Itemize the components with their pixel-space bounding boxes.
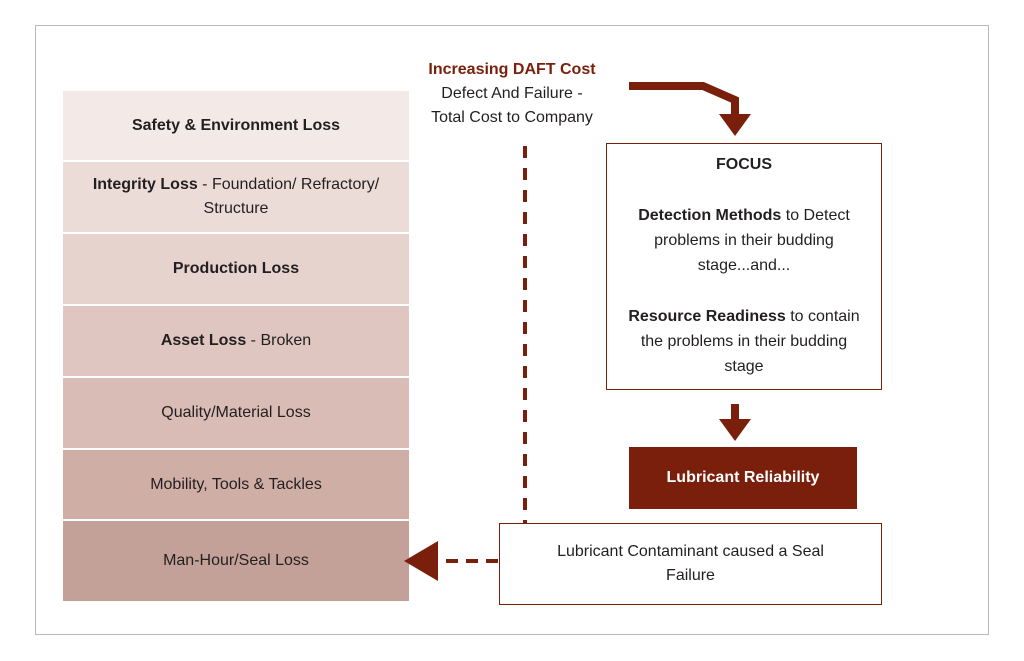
loss-level: Production Loss: [63, 234, 409, 306]
focus-title: FOCUS: [716, 156, 772, 173]
reliability-label: Lubricant Reliability: [666, 469, 820, 486]
detection-text: to Detect problems in their budding stag…: [654, 207, 850, 274]
loss-label-bold: Asset Loss: [160, 332, 247, 349]
loss-label-bold: Production Loss: [172, 260, 300, 277]
seal-failure-box: Lubricant Contaminant caused a Seal Fail…: [499, 523, 882, 605]
loss-label: Integrity Loss - Foundation/ Refractory/…: [83, 173, 389, 221]
failure-to-loss-arrowhead: [404, 541, 438, 581]
loss-level: Safety & Environment Loss: [63, 91, 409, 162]
header-to-focus-arrowhead: [719, 114, 751, 136]
loss-label: Production Loss: [173, 257, 299, 281]
loss-label-bold: Integrity Loss: [92, 176, 198, 193]
focus-to-reliability-shaft: [731, 404, 739, 422]
diagram-frame: [35, 25, 989, 635]
focus-box: FOCUS Detection Methods to Detect proble…: [606, 143, 882, 390]
readiness-text: to contain the problems in their budding…: [640, 308, 860, 375]
loss-level: Man-Hour/Seal Loss: [63, 521, 409, 603]
focus-to-reliability-arrowhead: [719, 419, 751, 441]
loss-label: Asset Loss - Broken: [161, 329, 311, 353]
loss-label: Mobility, Tools & Tackles: [150, 473, 322, 497]
loss-label-text: Quality/Material Loss: [161, 404, 311, 421]
readiness-label: Resource Readiness: [628, 308, 786, 325]
loss-label-text: - Foundation/ Refractory/ Structure: [197, 176, 380, 217]
header-title: Increasing DAFT Cost: [428, 61, 596, 78]
daft-cost-header: Increasing DAFT Cost Defect And Failure …: [412, 58, 612, 130]
loss-label-bold: Safety & Environment Loss: [131, 116, 341, 134]
failure-label: Lubricant Contaminant caused a Seal Fail…: [557, 543, 824, 584]
loss-level: Integrity Loss - Foundation/ Refractory/…: [63, 162, 409, 234]
header-to-focus-arrow: [629, 82, 739, 118]
header-subtitle-line1: Defect And Failure -: [441, 85, 583, 102]
loss-label-text: - Broken: [246, 332, 312, 349]
loss-level: Asset Loss - Broken: [63, 306, 409, 378]
lubricant-reliability-box: Lubricant Reliability: [629, 447, 857, 509]
focus-detection: Detection Methods to Detect problems in …: [621, 203, 867, 278]
focus-readiness: Resource Readiness to contain the proble…: [621, 304, 867, 379]
loss-label: Safety & Environment Loss: [132, 114, 340, 138]
loss-label-text: Mobility, Tools & Tackles: [150, 475, 322, 493]
loss-label-text: Man-Hour/Seal Loss: [163, 552, 309, 569]
loss-level: Quality/Material Loss: [63, 378, 409, 450]
loss-level: Mobility, Tools & Tackles: [63, 450, 409, 521]
header-subtitle-line2: Total Cost to Company: [431, 109, 593, 126]
loss-label: Man-Hour/Seal Loss: [163, 549, 309, 573]
detection-label: Detection Methods: [638, 207, 782, 224]
loss-label: Quality/Material Loss: [161, 401, 310, 425]
